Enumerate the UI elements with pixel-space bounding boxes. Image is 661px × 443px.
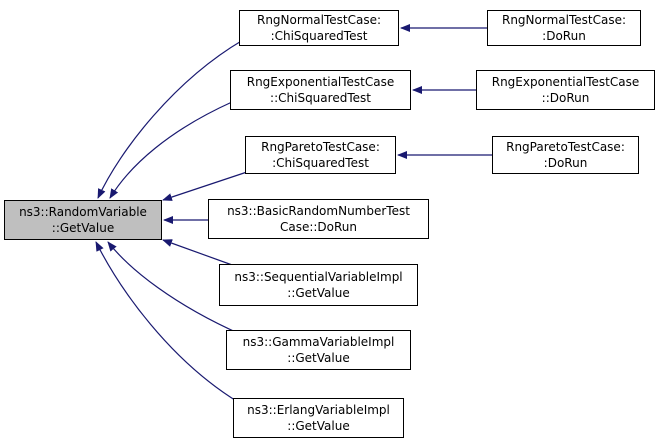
- node-label-line2: :DoRun: [543, 156, 588, 170]
- node-label-line1: RngParetoTestCase:: [506, 140, 625, 154]
- node-erlang-variable-getvalue[interactable]: ns3::ErlangVariableImpl ::GetValue: [233, 398, 404, 438]
- node-label-line2: ::GetValue: [51, 221, 115, 235]
- node-label-line1: RngExponentialTestCase: [246, 75, 395, 89]
- node-label-line1: ns3::GammaVariableImpl: [242, 335, 395, 349]
- node-rng-normal-chisquared[interactable]: RngNormalTestCase: :ChiSquaredTest: [239, 10, 399, 46]
- node-basic-random-number-test-dorun[interactable]: ns3::BasicRandomNumberTest Case::DoRun: [208, 199, 429, 239]
- node-label-line1: ns3::SequentialVariableImpl: [234, 270, 403, 284]
- node-label-line2: ::GetValue: [287, 286, 350, 300]
- node-label-line2: :ChiSquaredTest: [270, 29, 368, 43]
- node-rng-exponential-dorun[interactable]: RngExponentialTestCase ::DoRun: [476, 70, 655, 110]
- node-sequential-variable-getvalue[interactable]: ns3::SequentialVariableImpl ::GetValue: [219, 264, 418, 306]
- node-rng-normal-dorun[interactable]: RngNormalTestCase: :DoRun: [487, 10, 641, 46]
- node-rng-pareto-dorun[interactable]: RngParetoTestCase: :DoRun: [492, 136, 639, 174]
- node-label-line2: :DoRun: [542, 29, 586, 43]
- node-label-line2: ::GetValue: [287, 351, 350, 365]
- edge-pareto-chi-to-getvalue: [162, 171, 248, 201]
- node-label-line2: ::ChiSquaredTest: [270, 91, 371, 105]
- edge-exponential-chi-to-getvalue: [109, 101, 233, 199]
- node-label-line1: RngParetoTestCase:: [261, 140, 380, 154]
- node-rng-exponential-chisquared[interactable]: RngExponentialTestCase ::ChiSquaredTest: [230, 70, 411, 110]
- edge-normal-chi-to-getvalue: [97, 39, 244, 199]
- node-label-line1: ns3::BasicRandomNumberTest: [227, 204, 410, 218]
- node-gamma-variable-getvalue[interactable]: ns3::GammaVariableImpl ::GetValue: [226, 330, 411, 370]
- node-label-line2: :ChiSquaredTest: [272, 156, 369, 170]
- node-label-line1: ns3::ErlangVariableImpl: [247, 403, 390, 417]
- node-label-line1: ns3::RandomVariable: [19, 205, 147, 219]
- node-rng-pareto-chisquared[interactable]: RngParetoTestCase: :ChiSquaredTest: [245, 136, 396, 174]
- node-random-variable-getvalue: ns3::RandomVariable ::GetValue: [4, 200, 162, 240]
- edge-sequential-to-getvalue: [162, 239, 236, 267]
- node-label-line1: RngNormalTestCase:: [256, 13, 382, 27]
- node-label-line1: RngExponentialTestCase: [491, 75, 640, 89]
- node-label-line2: Case::DoRun: [279, 220, 358, 234]
- edge-gamma-to-getvalue: [107, 241, 241, 335]
- node-label-line1: RngNormalTestCase:: [501, 13, 627, 27]
- node-label-line2: ::DoRun: [541, 91, 590, 105]
- node-label-line2: ::GetValue: [287, 419, 350, 433]
- edge-erlang-to-getvalue: [95, 241, 239, 403]
